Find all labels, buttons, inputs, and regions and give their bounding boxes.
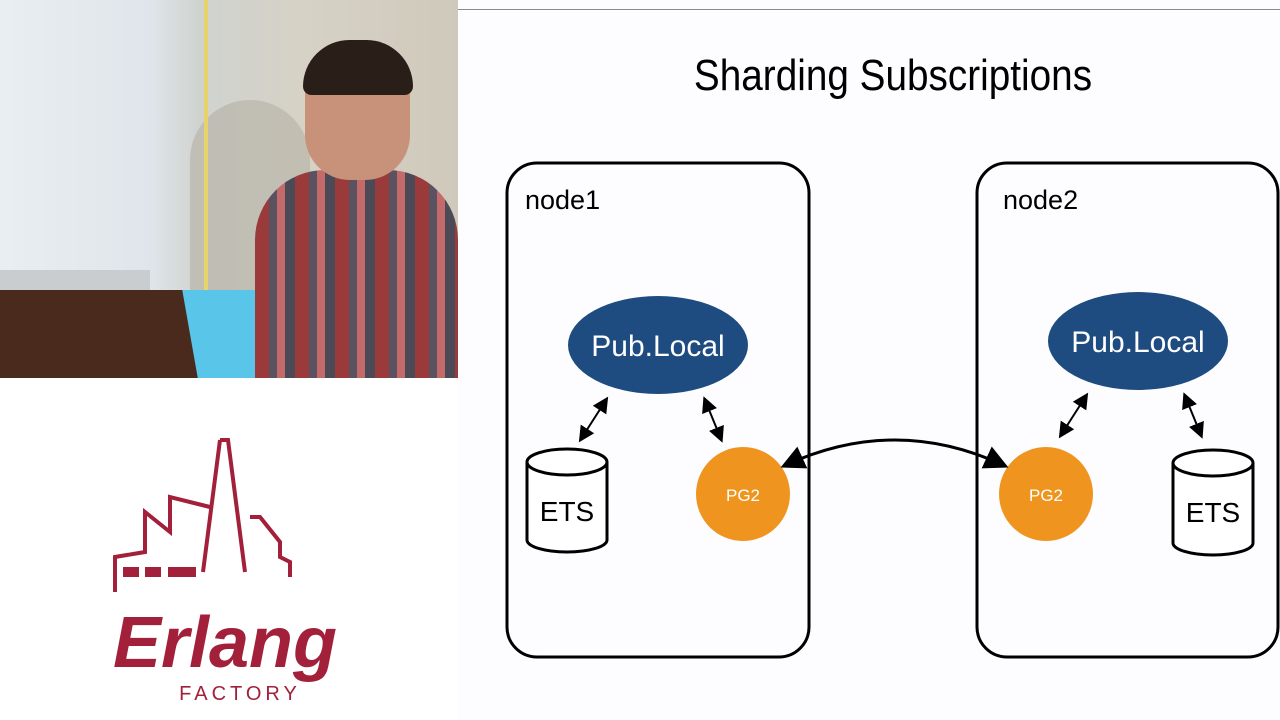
pub-local-process: Pub.Local — [568, 296, 748, 394]
node2-box: node2 Pub.Local ETS PG2 — [975, 161, 1280, 659]
podium — [0, 290, 200, 378]
ets-cylinder: ETS — [525, 447, 609, 554]
arrow — [1058, 392, 1089, 439]
slide-title: Sharding Subscriptions — [694, 50, 1092, 100]
laptop — [0, 270, 150, 292]
pg2-group: PG2 — [999, 447, 1093, 541]
speaker-video — [0, 0, 458, 378]
store-label: ETS — [1186, 497, 1240, 528]
ets-cylinder: ETS — [1171, 448, 1255, 557]
pole — [204, 0, 208, 290]
node-label: node2 — [1003, 185, 1078, 215]
process-label: Pub.Local — [1071, 326, 1204, 359]
process-label: Pub.Local — [591, 330, 724, 363]
speaker-shirt — [255, 170, 458, 378]
arrow — [1182, 392, 1204, 439]
node-label: node1 — [525, 185, 600, 215]
store-label: ETS — [540, 496, 594, 527]
group-label: PG2 — [726, 486, 760, 505]
pg2-group: PG2 — [696, 447, 790, 541]
logo-subtitle: FACTORY — [179, 683, 301, 705]
group-label: PG2 — [1029, 486, 1063, 505]
node1-box: node1 Pub.Local ETS PG2 — [505, 161, 811, 659]
divider — [458, 9, 1280, 10]
speaker-hair — [303, 40, 413, 95]
erlang-factory-logo: Erlang FACTORY — [113, 438, 337, 705]
pub-local-process: Pub.Local — [1048, 292, 1228, 390]
arrow — [702, 396, 724, 443]
logo-wordmark: Erlang — [113, 603, 337, 683]
pg2-link-arrow — [780, 438, 1009, 469]
arrow — [578, 396, 609, 443]
